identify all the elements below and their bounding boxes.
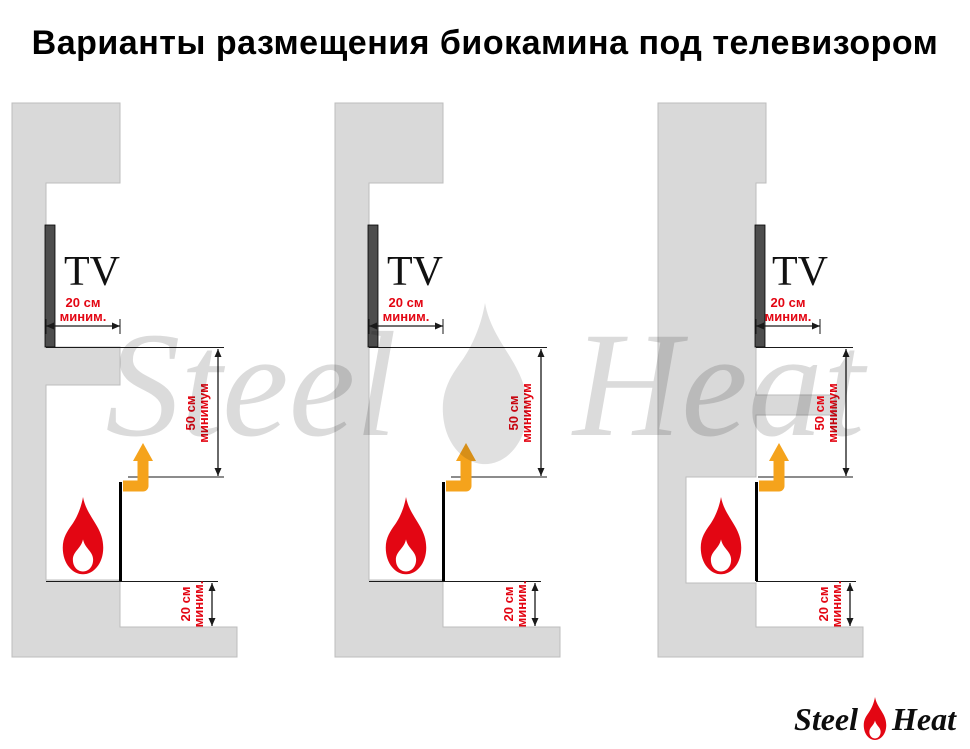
diagram-panels: TV 20 см миним. 50 см минимум [2,95,970,680]
bottom-clearance-dimension: 20 см миним. [816,581,854,628]
flame-icon [385,497,427,575]
brand-logo: Steel Heat [794,697,956,741]
mid-clearance-dimension: 50 см минимум [183,349,222,476]
top-dim-line2: миним. [60,309,107,324]
logo-word-heat: Heat [892,701,956,737]
top-dim-line2: миним. [383,309,430,324]
bottom-dim-line1: 20 см [178,587,193,622]
flame-icon [62,497,104,575]
wall-cross-section [11,102,238,658]
top-clearance-dimension: 20 см миним. [755,295,821,334]
bottom-clearance-dimension: 20 см миним. [178,581,216,628]
mid-dim-line1: 50 см [506,396,521,431]
bottom-dim-line2: миним. [191,581,206,628]
mid-dim-line1: 50 см [183,396,198,431]
logo-flame-icon [863,697,887,740]
wall-cross-section [334,102,561,658]
top-dim-line2: миним. [765,309,812,324]
logo-word-steel: Steel [794,701,859,737]
tv-label: TV [64,249,120,295]
mid-dim-line2: минимум [519,383,534,443]
top-dim-line1: 20 см [66,295,101,310]
mid-dim-line2: минимум [196,383,211,443]
tv-label: TV [772,249,828,295]
top-clearance-dimension: 20 см миним. [45,295,121,334]
airflow-arrow-icon [759,443,789,492]
bottom-dim-line2: миним. [514,581,529,628]
flame-icon [700,497,742,575]
bottom-dim-line1: 20 см [501,587,516,622]
top-clearance-dimension: 20 см миним. [368,295,444,334]
airflow-arrow-icon [446,443,476,492]
bottom-dim-line1: 20 см [816,587,831,622]
top-dim-line1: 20 см [389,295,424,310]
tv-label: TV [387,249,443,295]
diagram-variant-3: TV 20 см миним. 50 см минимум [657,102,864,658]
mid-clearance-dimension: 50 см минимум [506,349,545,476]
page-title: Варианты размещения биокамина под телеви… [31,24,939,62]
airflow-arrow-icon [123,443,153,492]
diagram-variant-2: TV 20 см миним. 50 см минимум [334,102,561,658]
diagram-variant-1: TV 20 см миним. 50 см минимум [11,102,238,658]
mid-dim-line2: минимум [825,383,840,443]
wall-cross-section [657,102,864,658]
bottom-clearance-dimension: 20 см миним. [501,581,539,628]
top-dim-line1: 20 см [771,295,806,310]
bottom-dim-line2: миним. [829,581,844,628]
mid-dim-line1: 50 см [812,396,827,431]
mid-clearance-dimension: 50 см минимум [812,349,850,476]
